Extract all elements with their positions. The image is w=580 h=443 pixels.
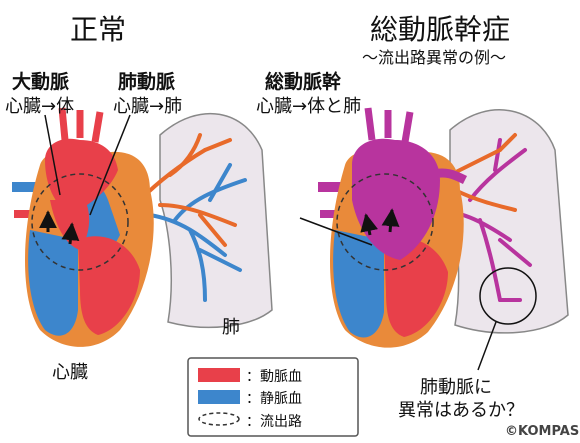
legend-outflow-swatch [198, 412, 240, 426]
right-flow-arrow-2 [381, 208, 400, 233]
right-outflow-marker [336, 173, 434, 271]
right-title: 総動脈幹症 [370, 13, 511, 46]
lung-label: 肺 [222, 317, 240, 338]
right-arch-vessels [364, 107, 414, 143]
legend-arterial-swatch [198, 368, 240, 382]
heart-label: 心臓 [52, 362, 88, 383]
left-outflow-marker [31, 173, 129, 271]
right-left-ventricle [384, 237, 448, 337]
question-line-1: 肺動脈に [420, 377, 492, 398]
legend-venous-label: ：静脈血 [246, 391, 302, 407]
pulmonary-flow: 心臓→肺 [113, 96, 183, 117]
left-svc-vessel [12, 182, 40, 192]
aorta-label: 大動脈 [12, 71, 70, 93]
right-right-ventricle [333, 230, 384, 338]
legend-arterial-label: ：動脈血 [246, 369, 302, 385]
question-line-2: 異常はあるか？ [398, 400, 524, 421]
left-left-ventricle [78, 236, 140, 335]
right-trunk-leader [299, 217, 373, 246]
legend-venous-swatch [198, 390, 240, 404]
right-pulmonary-focus [479, 267, 537, 325]
right-pulmonary-branch [428, 168, 468, 185]
left-arch-vessels [58, 107, 104, 143]
left-title: 正常 [70, 13, 127, 46]
legend-outflow-label: ：流出路 [246, 414, 302, 430]
right-branch-vessel [320, 210, 344, 218]
trunk-label: 総動脈幹 [265, 71, 342, 93]
left-lung [159, 112, 273, 329]
left-branch-vessel [14, 210, 38, 218]
aorta-flow: 心臓→体 [5, 96, 75, 117]
right-question-leader [477, 321, 497, 371]
left-lung-veins [148, 163, 247, 302]
left-right-ventricle [28, 230, 78, 336]
trunk-flow: 心臓→体と肺 [256, 96, 362, 117]
right-svc-vessel [318, 182, 346, 192]
left-pulmonary-leader [89, 114, 131, 216]
right-subtitle: ～流出路異常の例～ [362, 48, 507, 67]
left-flow-arrow-2 [61, 222, 80, 245]
left-aorta [45, 138, 118, 215]
copyright: ©KOMPAS [505, 424, 580, 439]
left-aorta-leader [44, 114, 61, 196]
right-flow-arrow-1 [360, 213, 379, 236]
pulmonary-label: 肺動脈 [118, 71, 176, 93]
